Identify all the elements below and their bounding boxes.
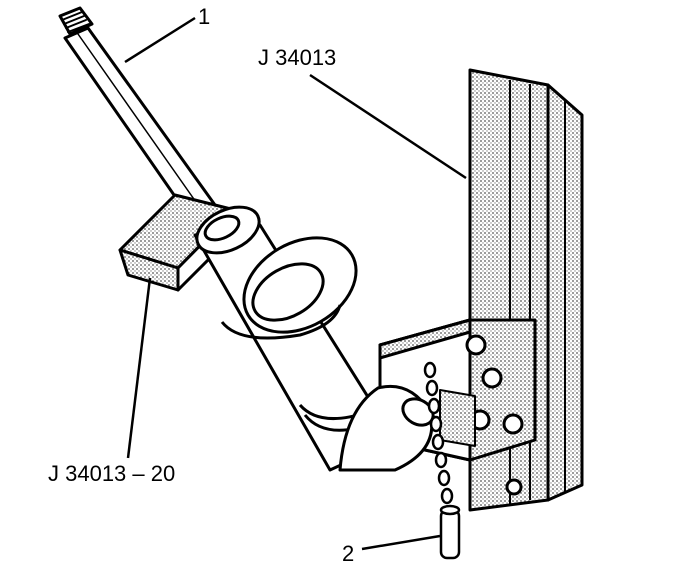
callout-part-2: 2	[342, 541, 355, 566]
leader-part-2	[361, 534, 441, 551]
leader-tool-adapter	[126, 277, 152, 459]
callout-part-1: 1	[198, 4, 211, 29]
callout-tool-adapter: J 34013 – 20	[48, 461, 176, 486]
leader-part-1	[124, 16, 196, 64]
strut-body	[193, 205, 435, 472]
leader-tool-main	[309, 73, 467, 180]
strut-piston-rod	[58, 6, 217, 220]
callout-tool-main: J 34013	[258, 45, 337, 70]
leader-lines	[124, 16, 467, 551]
retaining-pin-with-chain	[423, 361, 461, 560]
